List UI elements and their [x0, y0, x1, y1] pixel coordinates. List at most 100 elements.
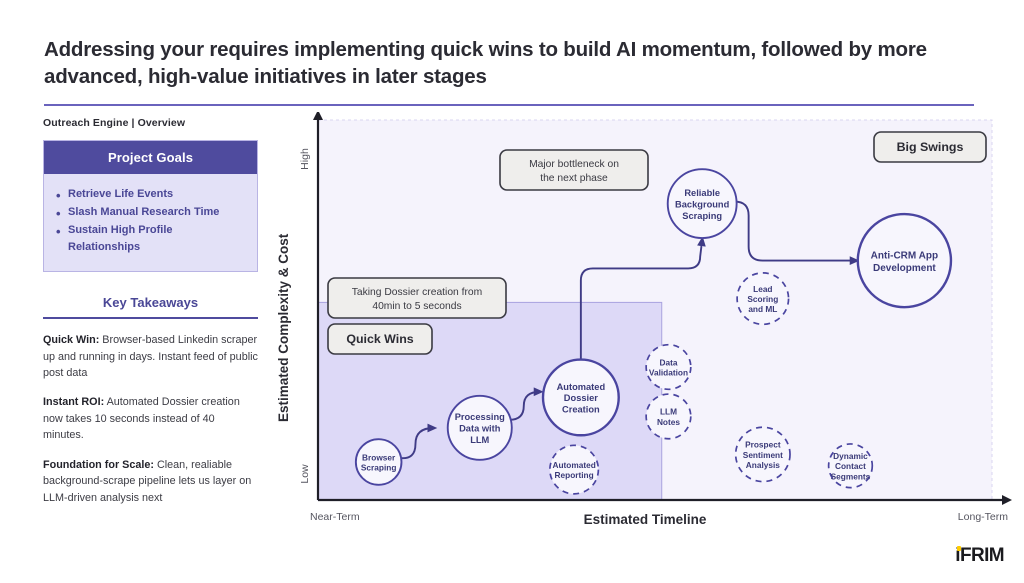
bubble-label: Segments — [831, 471, 871, 481]
brand-logo: iFRIM — [955, 545, 1004, 567]
title-divider — [44, 104, 974, 106]
zone-pill-quick-wins: Quick Wins — [327, 323, 433, 355]
callout-text: Taking Dossier creation from — [352, 287, 482, 298]
bubble-circle — [549, 444, 600, 495]
callout-box — [327, 323, 433, 355]
axes-layer — [313, 112, 1012, 505]
logo-dot-icon — [956, 546, 962, 551]
logo-text: iFRIM — [955, 545, 1004, 566]
bubble-label: Reporting — [555, 470, 594, 480]
bubble-label: Validation — [649, 367, 688, 377]
takeaway-text: Clean, realiable background-scrape pipel… — [43, 458, 252, 504]
project-goals-header: Project Goals — [44, 141, 257, 174]
bubble-label: Dynamic — [833, 451, 868, 461]
project-goals-card: Project Goals Retrieve Life Events Slash… — [43, 140, 258, 273]
list-item: Retrieve Life Events — [54, 185, 247, 206]
key-takeaways-title: Key Takeaways — [102, 295, 199, 311]
connectors-layer — [399, 200, 860, 460]
connector-processing-data-with-llm-to-automated-dossier-creation — [509, 387, 544, 421]
bubble-label: Contact — [835, 461, 866, 471]
connector-reliable-background-scraping-to-anti-crm-app-development — [734, 200, 860, 265]
bubble-label: Development — [873, 263, 936, 274]
connector-browser-scraping-to-processing-data-with-llm — [399, 423, 438, 460]
zone-label: Quick Wins — [346, 332, 413, 346]
project-goals-body: Retrieve Life Events Slash Manual Resear… — [44, 174, 257, 272]
callout-dossier: Taking Dossier creation from 40min to 5 s… — [327, 277, 507, 319]
takeaway-item: Instant ROI: Automated Dossier creation … — [43, 394, 258, 443]
bubble-circle — [541, 358, 620, 437]
takeaway-item: Quick Win: Browser-based Linkedin scrape… — [43, 332, 258, 381]
bubble-label: LLM — [660, 407, 677, 417]
list-item-continuation: Relationships — [68, 241, 141, 254]
bubble-label: and ML — [748, 304, 777, 314]
takeaway-label: Quick Win: — [43, 334, 100, 347]
breadcrumb: Outreach Engine | Overview — [43, 117, 186, 129]
x-axis-tick-long: Long-Term — [958, 511, 1008, 523]
callout-box — [873, 131, 987, 163]
callout-text: 40min to 5 seconds — [372, 301, 461, 312]
bubble-label: Processing — [455, 412, 505, 422]
bubble-label: Background — [675, 199, 730, 209]
bubble-label: Notes — [657, 417, 680, 427]
bubble-label: Lead — [753, 284, 772, 294]
zone-pill-big-swings: Big Swings — [873, 131, 987, 163]
bubble-circle — [666, 168, 738, 240]
callout-box — [499, 149, 649, 191]
callout-text: the next phase — [540, 173, 608, 184]
bubble-label: LLM — [470, 435, 489, 445]
left-sidebar: Outreach Engine | Overview Project Goals… — [43, 117, 258, 506]
bubble-label: Anti-CRM App — [871, 250, 938, 261]
title-block: Addressing your requires implementing qu… — [44, 36, 974, 90]
bubble-circle — [446, 394, 513, 461]
bubble-circle — [354, 438, 403, 486]
y-axis-tick-low: Low — [299, 464, 311, 484]
takeaway-label: Instant ROI: — [43, 396, 105, 409]
page-title: Addressing your requires implementing qu… — [44, 38, 927, 89]
bubble-label: Data with — [459, 424, 501, 434]
project-goals-list: Retrieve Life Events Slash Manual Resear… — [54, 185, 247, 242]
bubble-circle — [645, 343, 692, 391]
bubble-circle — [736, 272, 790, 326]
connector-automated-dossier-creation-to-reliable-background-scraping — [579, 236, 706, 361]
takeaway-text: Browser-based Linkedin scraper up and ru… — [43, 334, 258, 380]
list-item: Sustain High Profile — [54, 221, 247, 242]
y-axis-tick-high: High — [299, 148, 311, 170]
key-takeaways-divider — [43, 317, 258, 320]
list-item: Slash Manual Research Time — [54, 203, 247, 224]
callout-text: Major bottleneck on — [529, 159, 619, 170]
bubble-label: Scoring — [747, 294, 778, 304]
bubble-label: Scraping — [682, 211, 722, 221]
takeaway-item: Foundation for Scale: Clean, realiable b… — [43, 457, 258, 506]
bubble-circle — [827, 443, 874, 489]
bubble-circle — [645, 393, 692, 440]
bubble-label: Analysis — [746, 460, 781, 470]
callout-bottleneck: Major bottleneck on the next phase — [499, 149, 649, 191]
bubble-circle — [856, 212, 953, 309]
zone-label: Big Swings — [897, 140, 964, 154]
bubble-circle — [734, 426, 791, 483]
x-axis-arrow-icon — [1002, 495, 1012, 505]
y-axis-title: Estimated Complexity & Cost — [276, 233, 291, 422]
takeaway-label: Foundation for Scale: — [43, 458, 154, 471]
takeaway-text: Automated Dossier creation now takes 10 … — [43, 396, 240, 442]
bubble-label: Data — [659, 357, 677, 367]
x-axis-title: Estimated Timeline — [584, 512, 707, 527]
y-axis-arrow-icon — [313, 112, 323, 120]
bubble-label: Automated — [557, 382, 606, 392]
bubble-label: Creation — [562, 405, 600, 415]
